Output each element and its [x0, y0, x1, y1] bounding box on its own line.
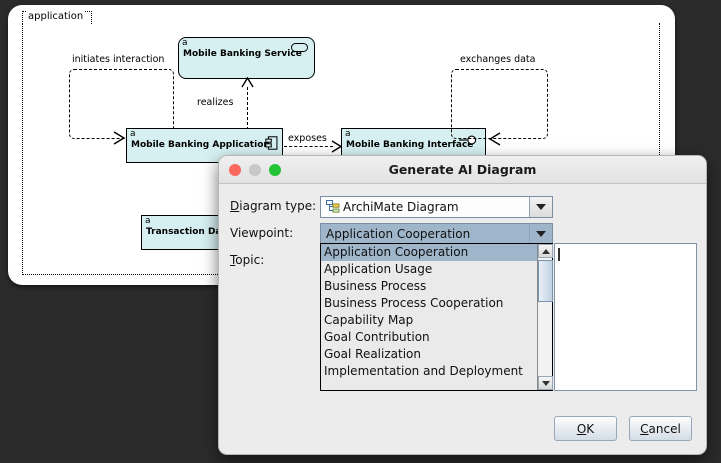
rounded-service-icon: [291, 43, 308, 52]
row-topic: Topic:: [219, 250, 706, 272]
row-viewpoint: Viewpoint: Application Cooperation: [219, 223, 706, 245]
element-mobile-banking-service[interactable]: a Mobile Banking Service: [178, 37, 315, 79]
element-stereotype: a: [182, 38, 188, 48]
diagram-type-value: ArchiMate Diagram: [343, 200, 459, 214]
generate-ai-diagram-dialog[interactable]: Generate AI Diagram Diagram type: ArchiM…: [218, 155, 707, 455]
viewpoint-option[interactable]: Business Process Cooperation: [324, 296, 504, 310]
element-label: Mobile Banking Application: [131, 140, 270, 150]
exposes-connector: [284, 146, 333, 147]
minimize-icon[interactable]: [249, 164, 261, 176]
element-label: Transaction Data: [146, 227, 232, 237]
component-icon: [265, 136, 278, 150]
viewpoint-option[interactable]: Implementation and Deployment: [324, 364, 523, 378]
relationship-label-initiates-interaction: initiates interaction: [72, 54, 165, 65]
exchanges-data-route: [451, 69, 548, 139]
relationship-label-realizes: realizes: [197, 97, 234, 108]
dropdown-scrollbar[interactable]: [537, 244, 553, 390]
diagram-type-combo[interactable]: ArchiMate Diagram: [320, 196, 553, 218]
element-stereotype: a: [145, 216, 151, 226]
application-group-label: application: [26, 10, 86, 23]
scroll-down-icon[interactable]: [538, 376, 553, 390]
viewpoint-chevron-down-icon[interactable]: [529, 224, 552, 244]
dialog-titlebar[interactable]: Generate AI Diagram: [219, 156, 706, 184]
element-label: Mobile Banking Service: [183, 49, 302, 59]
initiates-interaction-arrowhead: [113, 131, 126, 145]
zoom-icon[interactable]: [269, 164, 281, 176]
viewpoint-option[interactable]: Goal Contribution: [324, 330, 430, 344]
relationship-label-exchanges-data: exchanges data: [460, 54, 536, 65]
diagram-type-value-wrap: ArchiMate Diagram: [321, 200, 529, 214]
topic-input[interactable]: [554, 243, 697, 391]
viewpoint-option[interactable]: Business Process: [324, 279, 427, 293]
viewpoint-option[interactable]: Application Cooperation: [321, 244, 552, 261]
realizes-connector: [247, 87, 248, 130]
viewpoint-value: Application Cooperation: [326, 227, 471, 241]
viewpoint-option[interactable]: Goal Realization: [324, 347, 421, 361]
viewpoint-option[interactable]: Capability Map: [324, 313, 414, 327]
element-stereotype: a: [130, 129, 136, 139]
viewpoint-option[interactable]: Application Usage: [324, 262, 433, 276]
viewpoint-label: Viewpoint:: [230, 226, 294, 240]
element-stereotype: a: [345, 129, 351, 139]
viewpoint-combo[interactable]: Application Cooperation: [320, 223, 553, 245]
row-diagram-type: Diagram type: ArchiMate Diagram: [219, 196, 706, 218]
text-caret: [558, 248, 560, 261]
scroll-up-icon[interactable]: [538, 244, 553, 258]
relationship-label-exposes: exposes: [288, 133, 327, 144]
dialog-title: Generate AI Diagram: [388, 162, 537, 177]
close-icon[interactable]: [229, 164, 241, 176]
diagram-surface[interactable]: application initiates interaction a Mobi…: [8, 5, 675, 285]
exchanges-data-arrowhead: [488, 132, 501, 146]
realizes-arrowhead: [241, 76, 254, 88]
archimate-diagram-icon: [326, 200, 340, 213]
element-label: Mobile Banking Interface: [346, 140, 474, 150]
diagram-type-chevron-down-icon[interactable]: [529, 197, 552, 217]
topic-label: Topic:: [230, 253, 265, 267]
element-mobile-banking-application[interactable]: a Mobile Banking Application: [126, 128, 283, 163]
initiates-interaction-route: [69, 69, 174, 139]
diagram-type-label: Diagram type:: [230, 199, 317, 213]
scrollbar-thumb[interactable]: [538, 260, 553, 302]
